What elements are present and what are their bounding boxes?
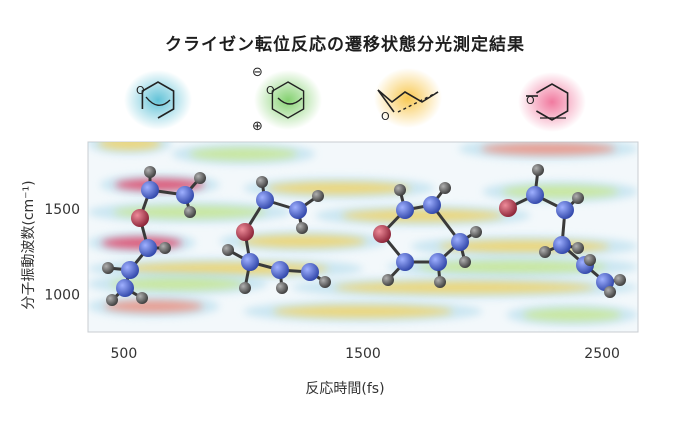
heatmap-band — [240, 235, 366, 248]
structure-halo — [254, 70, 322, 130]
oxygen-label: O — [136, 84, 145, 97]
heatmap-band — [104, 300, 204, 313]
hydrogen-atom — [136, 292, 148, 304]
hydrogen-atom — [106, 294, 118, 306]
carbon-atom — [121, 261, 139, 279]
hydrogen-atom — [434, 276, 446, 288]
hydrogen-atom — [439, 182, 451, 194]
x-axis-label: 反応時間(fs) — [305, 381, 385, 397]
structure-halo — [124, 70, 192, 130]
hydrogen-atom — [532, 164, 544, 176]
hydrogen-atom — [239, 282, 251, 294]
transition-ring — [271, 81, 305, 119]
molecule-product — [499, 164, 626, 298]
heatmap-band — [98, 142, 162, 150]
oxygen-label: O — [266, 84, 275, 97]
carbon-atom — [301, 263, 319, 281]
chair-ring — [377, 89, 439, 104]
hydrogen-atom — [256, 176, 268, 188]
hydrogen-atom — [459, 256, 471, 268]
hydrogen-atom — [312, 190, 324, 202]
hydrogen-atom — [539, 246, 551, 258]
hydrogen-atom — [572, 192, 584, 204]
hydrogen-atom — [159, 242, 171, 254]
oxygen-atom — [373, 225, 391, 243]
carbon-atom — [176, 186, 194, 204]
hydrogen-atom — [296, 222, 308, 234]
hydrogen-atom — [572, 242, 584, 254]
structure-halo — [374, 68, 442, 128]
hydrogen-atom — [394, 184, 406, 196]
heatmap-band — [501, 185, 619, 198]
heatmap-band — [110, 278, 245, 291]
hydrogen-atom — [102, 262, 114, 274]
oxygen-atom — [131, 209, 149, 227]
hydrogen-atom — [194, 172, 206, 184]
y-tick-label: 1500 — [44, 202, 80, 218]
heatmap-band — [267, 182, 411, 195]
chair-bond — [377, 89, 395, 113]
reactant-ring — [141, 81, 175, 119]
x-tick-label: 1500 — [345, 346, 381, 362]
reaction-arrow — [277, 97, 303, 105]
heatmap-band — [522, 308, 622, 321]
x-tick-label: 2500 — [584, 346, 620, 362]
y-tick-label: 1000 — [44, 287, 80, 303]
molecule-chair — [373, 182, 482, 288]
hydrogen-atom — [614, 274, 626, 286]
carbon-atom — [553, 236, 571, 254]
carbon-atom — [271, 261, 289, 279]
carbon-atom — [423, 196, 441, 214]
heatmap-band — [189, 147, 298, 160]
reaction-arrow — [145, 96, 171, 106]
y-axis-label: 分子振動波数(cm⁻¹) — [21, 180, 37, 310]
heatmap-band — [334, 281, 595, 294]
structure-halo — [518, 72, 586, 132]
carbon-atom — [256, 191, 274, 209]
chart-title: クライゼン転位反応の遷移状態分光測定結果 — [165, 35, 525, 55]
carbon-atom — [396, 201, 414, 219]
hydrogen-atom — [276, 282, 288, 294]
oxygen-label: O — [526, 94, 535, 107]
heatmap-band — [481, 142, 616, 155]
carbon-atom — [451, 233, 469, 251]
carbon-atom — [139, 239, 157, 257]
oxygen-label: O — [381, 110, 390, 123]
heatmap-band — [273, 305, 453, 318]
carbon-atom — [429, 253, 447, 271]
hydrogen-atom — [584, 254, 596, 266]
hydrogen-atom — [144, 166, 156, 178]
carbon-atom — [141, 181, 159, 199]
positive-charge: ⊕ — [252, 119, 263, 134]
forming-bond — [397, 91, 439, 113]
oxygen-atom — [236, 223, 254, 241]
heatmap-band — [342, 209, 504, 222]
axes: 500 1500 2500 1000 1500 — [44, 202, 620, 362]
carbon-atom — [289, 201, 307, 219]
hydrogen-atom — [470, 226, 482, 238]
molecule-reactant — [102, 166, 206, 306]
oxygen-atom — [499, 199, 517, 217]
molecule-transition — [222, 176, 331, 294]
hydrogen-atom — [184, 206, 196, 218]
negative-charge: ⊖ — [252, 65, 263, 80]
molecule-layer — [102, 164, 626, 306]
carbon-atom — [556, 201, 574, 219]
heatmap-band — [122, 262, 329, 275]
hydrogen-atom — [382, 274, 394, 286]
carbon-atom — [116, 279, 134, 297]
x-tick-label: 500 — [111, 346, 138, 362]
carbon-atom — [526, 186, 544, 204]
hydrogen-atom — [222, 244, 234, 256]
hydrogen-atom — [319, 276, 331, 288]
carbon-atom — [241, 253, 259, 271]
carbon-atom — [396, 253, 414, 271]
hydrogen-atom — [604, 286, 616, 298]
